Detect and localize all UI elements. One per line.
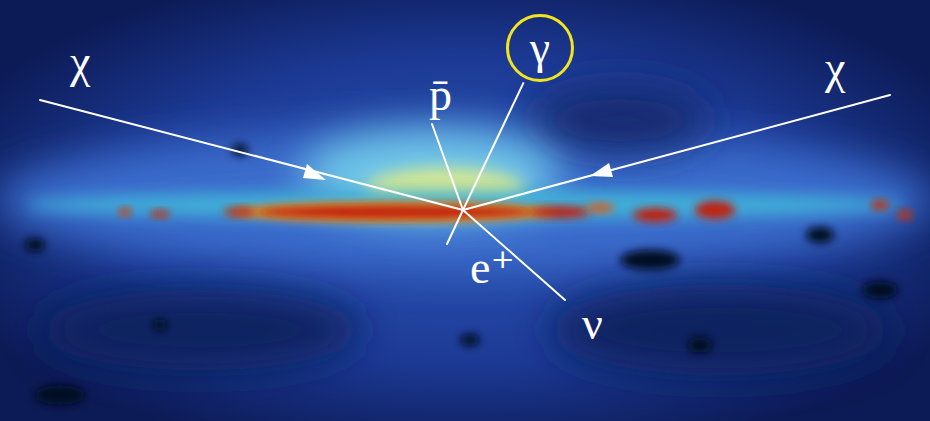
particle-label: ν <box>582 301 603 347</box>
product-line <box>447 210 463 244</box>
particle-label: γ <box>530 25 550 71</box>
arrowhead <box>303 164 326 180</box>
product-line <box>463 82 524 210</box>
incoming-line <box>463 95 890 210</box>
particle-label: p̄ <box>429 72 452 118</box>
product-line <box>463 210 565 300</box>
arrowhead <box>590 163 613 177</box>
particle-label: e⁺ <box>470 245 515 291</box>
particle-label: χ <box>70 39 90 85</box>
particle-label: χ <box>825 45 845 91</box>
incoming-line <box>40 100 463 210</box>
product-line <box>432 124 463 210</box>
highlight-circle: γ <box>505 13 575 83</box>
